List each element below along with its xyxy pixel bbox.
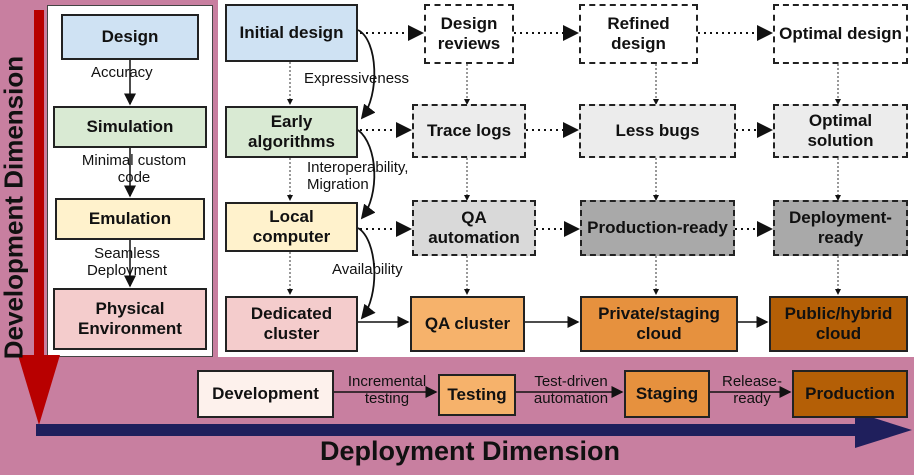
qa-cluster-box: QA cluster [410,296,525,352]
edge-label-test-driven-automation: Test-driven automation [533,373,609,407]
public-hybrid-cloud-box: Public/hybrid cloud [769,296,908,352]
development-dimension-label: Development Dimension [0,55,29,360]
design-reviews-box: Design reviews [424,4,514,64]
production-stage-box: Production [792,370,908,418]
physical-environment-box: Physical Environment [53,288,207,350]
edge-label-incremental-testing: Incremental testing [347,373,427,407]
less-bugs-box: Less bugs [579,104,736,158]
optimal-solution-box: Optimal solution [773,104,908,158]
local-computer-box: Local computer [225,202,358,252]
edge-label-availability: Availability [332,261,403,278]
deployment-dimension-label: Deployment Dimension [320,436,621,466]
development-axis-arrow [18,10,60,425]
dedicated-cluster-box: Dedicated cluster [225,296,358,352]
trace-logs-box: Trace logs [412,104,526,158]
production-ready-box: Production-ready [580,200,735,256]
design-box: Design [61,14,199,60]
first-column-curved-connectors [357,29,376,320]
qa-automation-box: QA automation [412,200,536,256]
initial-design-box: Initial design [225,4,358,62]
deployment-axis-arrow [36,412,912,448]
grid-horizontal-connectors [360,25,773,237]
edge-label-release-ready: Release-ready [721,373,783,407]
edge-label-expressiveness: Expressiveness [304,70,410,87]
refined-design-box: Refined design [579,4,698,64]
deployment-ready-box: Deployment-ready [773,200,908,256]
simulation-box: Simulation [53,106,207,148]
testing-stage-box: Testing [438,374,516,416]
edge-label-accuracy: Accuracy [91,64,153,81]
edge-label-minimal-custom-code: Minimal custom code [81,152,187,186]
development-stage-box: Development [197,370,334,418]
optimal-design-box: Optimal design [773,4,908,64]
early-algorithms-box: Early algorithms [225,106,358,158]
private-staging-cloud-box: Private/staging cloud [580,296,738,352]
edge-label-seamless-deployment: Seamless Deployment [86,245,168,279]
staging-stage-box: Staging [624,370,710,418]
grid-vertical-connectors [287,62,841,295]
edge-label-interoperability-migration: Interoperability, Migration [307,159,409,193]
emulation-box: Emulation [55,198,205,240]
